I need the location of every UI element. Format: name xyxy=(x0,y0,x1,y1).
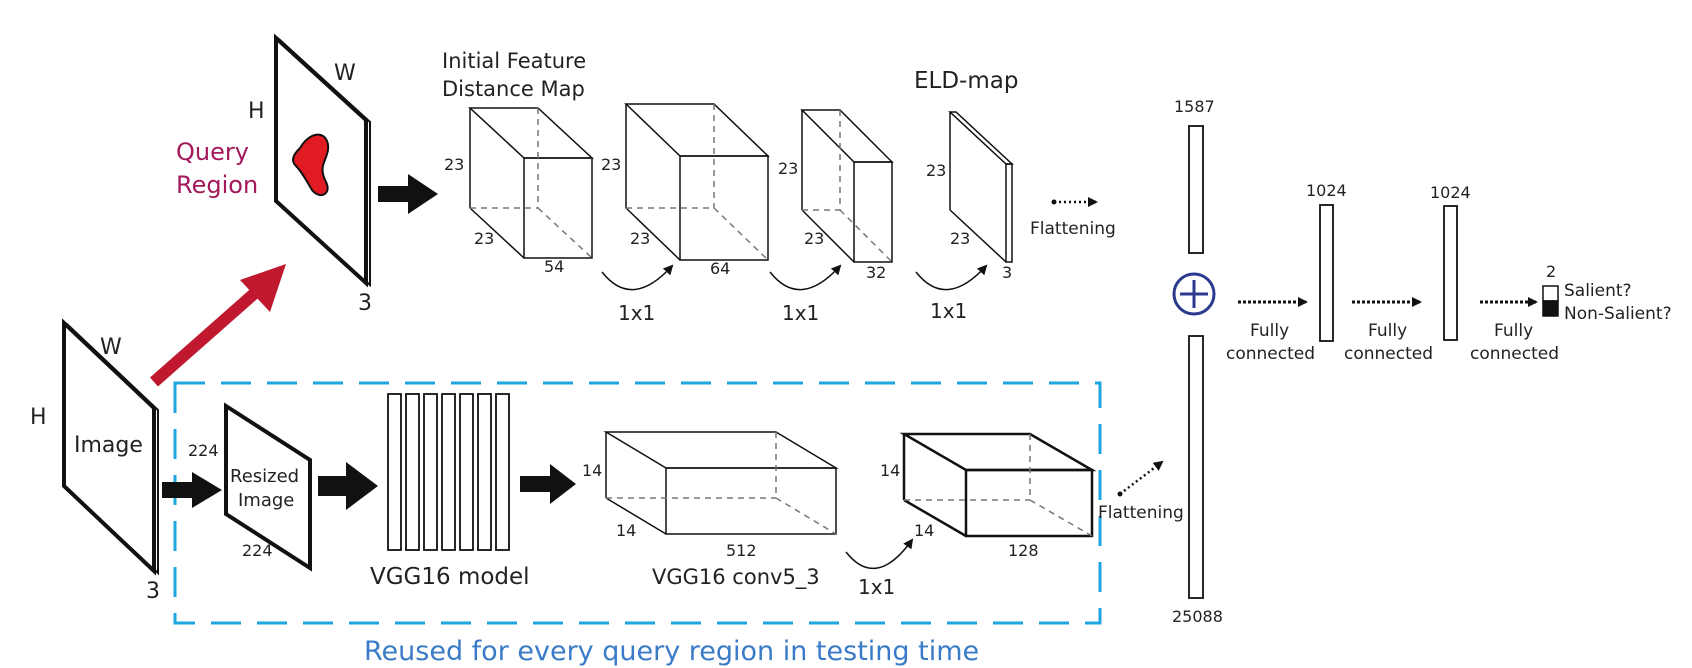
resized-label-line1: Resized xyxy=(230,466,299,487)
query-region-label-line2: Region xyxy=(176,171,258,199)
reduced-h-label: 14 xyxy=(880,461,900,480)
vgg-conv5-label: VGG16 conv5_3 xyxy=(652,565,820,590)
fc-layer2-vector xyxy=(1443,205,1458,341)
conv5-w-label: 512 xyxy=(726,541,757,560)
query-region-label-line1: Query xyxy=(176,138,249,166)
fc2-label-line2: connected xyxy=(1344,344,1433,364)
fc1-label-line2: connected xyxy=(1226,344,1315,364)
output-non-salient-cell xyxy=(1542,300,1559,317)
vgg-to-conv-arrow xyxy=(520,464,576,504)
output-salient-cell xyxy=(1542,285,1559,302)
cube2-w-label: 64 xyxy=(710,259,730,278)
image-to-query-arrow xyxy=(150,287,260,387)
cube3-d-label: 23 xyxy=(804,229,824,248)
cube3-h-label: 23 xyxy=(778,159,798,178)
cube1-d-label: 23 xyxy=(474,229,494,248)
fc1-label-line1: Fully xyxy=(1250,321,1289,341)
resized-to-vgg-arrow xyxy=(318,462,378,510)
eld-flatten-label: Flattening xyxy=(1030,219,1116,239)
query-region-plane xyxy=(274,33,371,288)
fc-layer1-vector xyxy=(1319,204,1334,342)
image-to-resized-arrow xyxy=(162,472,222,508)
reused-caption: Reused for every query region in testing… xyxy=(364,636,979,667)
vgg-layer-bar xyxy=(405,393,420,551)
cube2-h-label: 23 xyxy=(601,155,621,174)
resized-image-plane xyxy=(224,402,312,572)
cube1-h-label: 23 xyxy=(444,155,464,174)
conv-label-2: 1x1 xyxy=(782,301,819,325)
cube2-d-label: 23 xyxy=(630,229,650,248)
feature-cube-3 xyxy=(800,109,894,263)
feature-cube-2 xyxy=(624,103,770,261)
query-c-label: 3 xyxy=(358,291,372,316)
resized-label-line2: Image xyxy=(238,490,294,511)
initial-feature-title-line2: Distance Map xyxy=(442,77,585,101)
vgg-reduced-box-hidden-edges xyxy=(904,434,1093,537)
salient-label: Salient? xyxy=(1564,281,1632,301)
query-to-feature-arrow xyxy=(378,174,438,214)
vgg-flatten-label: Flattening xyxy=(1098,503,1184,523)
conv-label-1: 1x1 xyxy=(618,301,655,325)
query-w-label: W xyxy=(334,61,356,86)
resized-side-dim: 224 xyxy=(188,441,219,460)
fc-layer2-dim: 1024 xyxy=(1430,183,1471,202)
eld-map-slab xyxy=(948,111,1014,263)
cube3-w-label: 32 xyxy=(866,263,886,282)
fc3-label-line2: connected xyxy=(1470,344,1559,364)
input-image-plane xyxy=(62,318,159,576)
vgg-layer-bar xyxy=(387,393,402,551)
vgg-layer-bar xyxy=(495,393,510,551)
fc-layer1-dim: 1024 xyxy=(1306,181,1347,200)
non-salient-label: Non-Salient? xyxy=(1564,304,1672,324)
conv5-d-label: 14 xyxy=(616,521,636,540)
reduced-d-label: 14 xyxy=(914,521,934,540)
conv-curve-arrow-3 xyxy=(915,264,988,291)
output-dim: 2 xyxy=(1546,262,1556,281)
reused-vgg-dashed-box xyxy=(173,381,1102,625)
cube1-w-label: 54 xyxy=(544,257,564,276)
cube4-w-label: 3 xyxy=(1002,263,1012,282)
concat-bottom-vector xyxy=(1188,335,1204,599)
resized-bottom-dim: 224 xyxy=(242,541,273,560)
vgg-conv-label: 1x1 xyxy=(858,575,895,599)
eld-map-title: ELD-map xyxy=(914,68,1018,94)
vgg16-layer-stack xyxy=(387,393,510,551)
vgg-layer-bar xyxy=(441,393,456,551)
conv5-h-label: 14 xyxy=(582,461,602,480)
vgg-conv-curve-arrow xyxy=(845,538,914,570)
concat-top-vector xyxy=(1188,125,1204,254)
cube4-d-label: 23 xyxy=(950,229,970,248)
vgg-layer-bar xyxy=(477,393,492,551)
conv-label-3: 1x1 xyxy=(930,299,967,323)
vgg-layer-bar xyxy=(459,393,474,551)
image-c-label: 3 xyxy=(146,579,160,604)
image-h-label: H xyxy=(30,405,47,430)
concat-bottom-dim: 25088 xyxy=(1172,607,1223,626)
query-blob-icon xyxy=(292,133,330,197)
conv-curve-arrow-1 xyxy=(601,264,674,291)
feature-cube-1 xyxy=(468,107,594,259)
query-h-label: H xyxy=(248,99,265,124)
initial-feature-title-line1: Initial Feature xyxy=(442,49,586,73)
concat-top-dim: 1587 xyxy=(1174,97,1215,116)
vgg-layer-bar xyxy=(423,393,438,551)
image-label: Image xyxy=(74,433,143,458)
fc2-label-line1: Fully xyxy=(1368,321,1407,341)
vgg16-model-label: VGG16 model xyxy=(370,564,530,590)
fc3-label-line1: Fully xyxy=(1494,321,1533,341)
cube4-h-label: 23 xyxy=(926,161,946,180)
image-w-label: W xyxy=(100,335,122,360)
reduced-w-label: 128 xyxy=(1008,541,1039,560)
vgg-flatten-arrow xyxy=(1119,460,1164,495)
vgg-conv5-3-box xyxy=(603,431,839,535)
conv-curve-arrow-2 xyxy=(769,264,842,291)
